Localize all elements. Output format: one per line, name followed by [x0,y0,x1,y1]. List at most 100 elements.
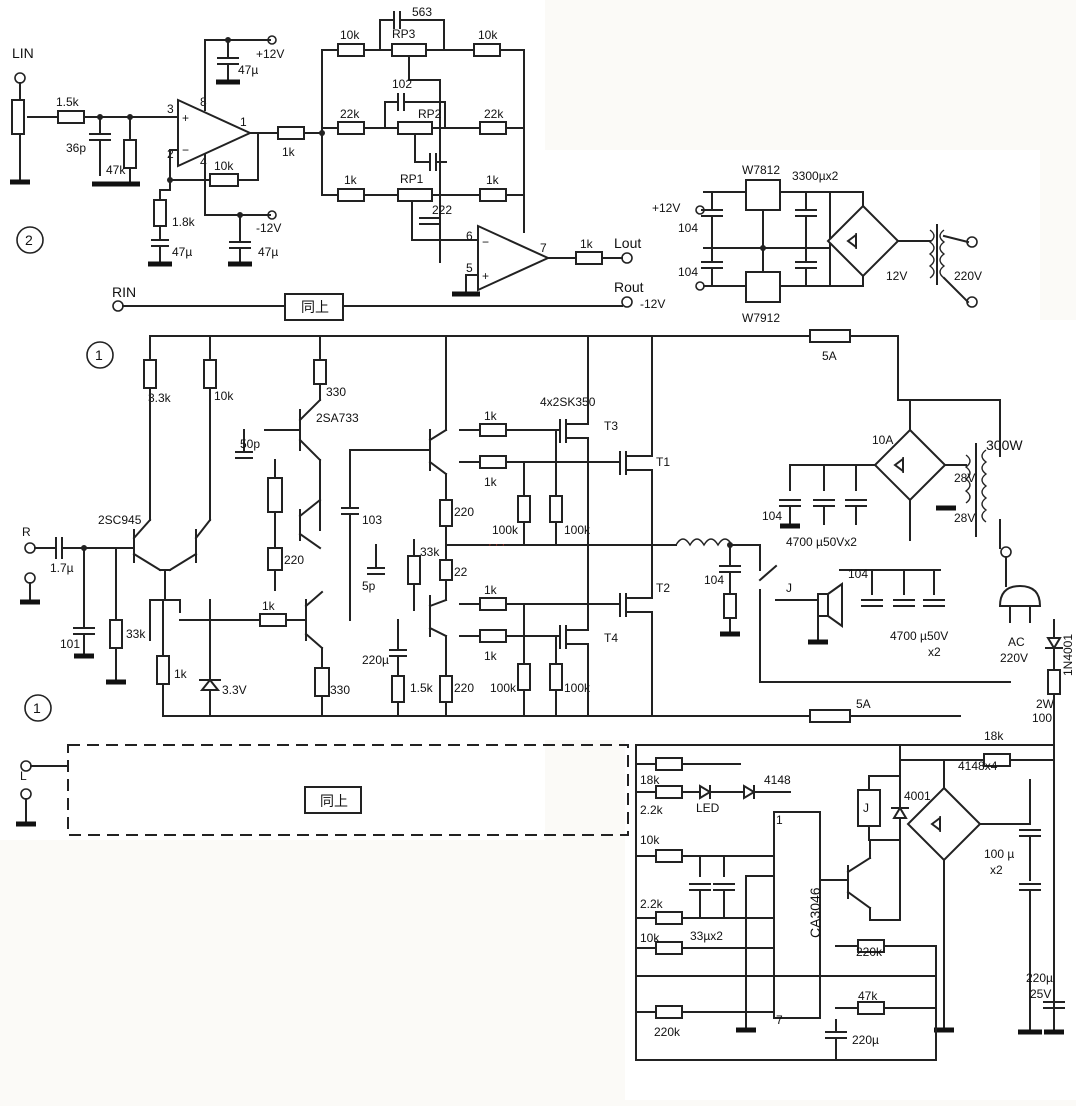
v220-label: 220V [954,269,982,283]
pin-3: 3 [167,102,174,116]
preamp-section: LIN 1.5k 36p 47k + − 3 8 2 4 1 +12V [10,5,665,321]
r-18k-top-label: 18k [984,729,1004,743]
circle-2-label: 2 [25,232,33,248]
psu-top-section: +12V W7812 104 104 W7912 3300µx2 [652,163,982,325]
r-1k-gate-2 [479,455,507,469]
w7912-label: W7912 [742,311,780,325]
v28a-label: 28V [954,471,975,485]
r-100k-a-label: 100k [492,523,519,537]
same-as-above-box-1 [284,293,344,321]
r-1k-g4-label: 1k [484,649,498,663]
r-3-3k [143,359,157,389]
r-1k-b [337,188,365,202]
r-10k-amp-label: 10k [214,389,234,403]
q-2sc945-label: 2SC945 [98,513,142,527]
r-1k-out-label: 1k [580,237,594,251]
r-47k [123,139,137,169]
w300-label: 300W [986,437,1023,453]
r-bias [267,477,283,513]
c-100u-x2-label: x2 [990,863,1003,877]
r-1k-b-label: 1k [344,173,358,187]
r-330-a [313,359,327,385]
r-1k-tail [156,655,170,685]
relay-j-label: J [786,581,792,595]
v28b-label: 28V [954,511,975,525]
l-input-label: L [20,769,27,783]
circle-1-b-label: 1 [33,700,41,716]
r-10k-amp [203,359,217,389]
c-50p-label: 50p [240,437,260,451]
pin-1: 1 [240,115,247,129]
r-2-2k-a-label: 2.2k [640,803,664,817]
rp1-pot [397,188,433,202]
ac-label: AC [1008,635,1025,649]
c-102-label: 102 [392,77,412,91]
r-33k-a [109,619,123,649]
pin-8: 8 [200,95,207,109]
c-5p-label: 5p [362,579,376,593]
w7912-regulator [745,271,781,303]
r-47k-label: 47k [106,163,126,177]
minus12-label: -12V [256,221,281,235]
ac-plug-icon [998,584,1042,607]
r-in-label: RIN [112,284,136,300]
t1-label: T1 [656,455,670,469]
r-1k-gate-4 [479,629,507,643]
c-36p-label: 36p [66,141,86,155]
v12-label: 12V [886,269,907,283]
r-18k-prot [655,757,683,771]
r-1k-tail-label: 1k [174,667,188,681]
r-10k-a [655,849,683,863]
r-22k-b-label: 22k [484,107,504,121]
same-as-above-box-2 [304,786,362,814]
w7812-label: W7812 [742,163,780,177]
r-47k-label: 47k [858,989,878,1003]
c-104-psu-b-label: 104 [848,567,868,581]
r-input-label: R [22,525,31,539]
r-1-5k-amp-label: 1.5k [410,681,434,695]
r-220k-b [655,1005,683,1019]
second-channel-box [67,744,629,836]
opamp-1 [177,98,253,168]
r-1-5k-label: 1.5k [56,95,80,109]
power-amp-section: 1 3.3k 10k 330 2SA733 50p 220 2SC945 [16,329,1011,836]
r-22k-b [479,121,507,135]
led-icon [699,784,712,800]
r-47k [857,1001,885,1015]
r-1k-g3-label: 1k [484,583,498,597]
r-out-label: Rout [614,279,644,295]
transformer-top-primary [928,229,935,279]
r-100k-d-label: 100k [564,681,591,695]
r-1k-g1-label: 1k [484,409,498,423]
minus12-psu-label: -12V [640,297,665,311]
r-10k-rp3-right [473,43,501,57]
bridge-4148-label: 4148x4 [958,759,998,773]
t3-label: T3 [604,419,618,433]
same-as-above-1: 同上 [301,299,329,315]
circle-1-label: 1 [95,347,103,363]
c-103-label: 103 [362,513,382,527]
r-100k-b [549,495,563,523]
protection-section: 18k 18k 2.2k LED 4148 1 7 CA3046 10k 2.2… [635,729,1065,1061]
fuse-5a-bottom [809,709,851,723]
transformer-top-secondary [939,229,946,279]
r-1k-gate-3 [479,597,507,611]
r-100-label: 100 [1032,711,1052,725]
output-inductor [675,538,733,547]
c-4700-a-label: 4700 µ50Vx2 [786,535,857,549]
pin-7: 7 [540,241,547,255]
t2-label: T2 [656,581,670,595]
r-1k-c-label: 1k [486,173,500,187]
cap-47u-c-label: 47µ [172,245,192,259]
r-zobel [723,593,737,619]
c-4700-x2-label: x2 [928,645,941,659]
l-out-terminal [621,252,633,264]
c-101-label: 101 [60,637,80,651]
r-1k-fb [259,613,287,627]
r-330-a-label: 330 [326,385,346,399]
cap-47u-b-label: 47µ [258,245,278,259]
c-104-psu-a-label: 104 [762,509,782,523]
r-2w-label: 2W [1036,697,1055,711]
